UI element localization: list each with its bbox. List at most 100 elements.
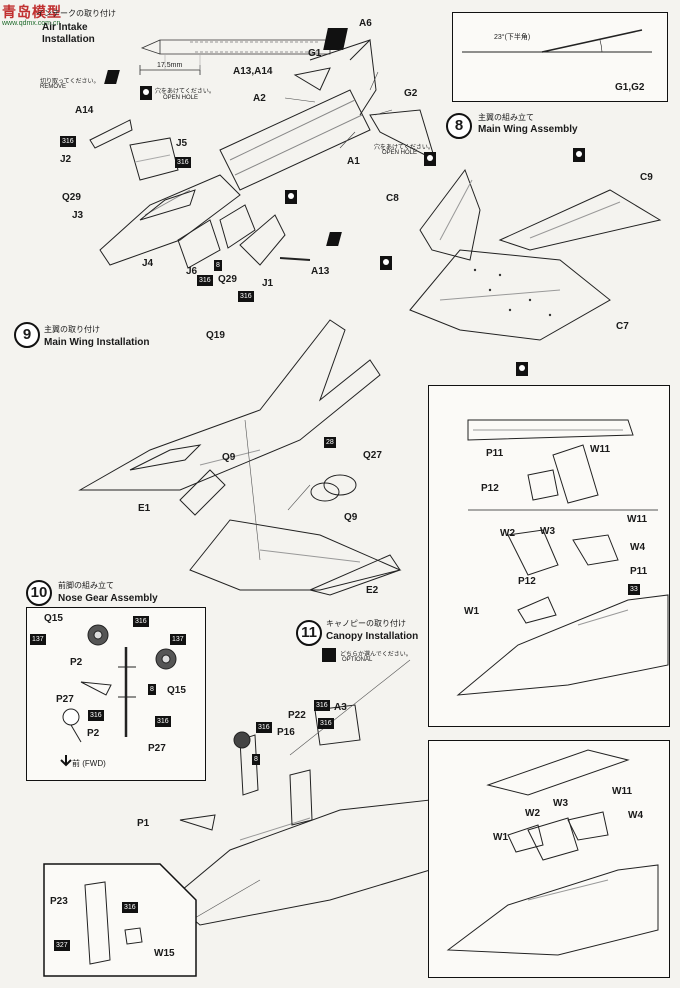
part-label-g1-g2: G1,G2: [615, 82, 645, 93]
part-label-a13-a14: A13,A14: [233, 66, 273, 77]
part-label-q9-b: Q9: [344, 512, 358, 523]
step8-badge: 8: [446, 113, 472, 139]
part-label-p11: P11: [486, 448, 504, 459]
number-box: 8: [148, 684, 156, 695]
step9-title-jp: 主翼の取り付け: [44, 325, 100, 334]
open-hole-icon: [380, 256, 392, 270]
part-label-e1: E1: [138, 503, 151, 514]
number-box: 8: [214, 260, 222, 271]
number-box: 316: [88, 710, 104, 721]
step9-title-en: Main Wing Installation: [44, 337, 150, 348]
part-label-j6: J6: [186, 266, 198, 277]
number-box: 316: [238, 291, 254, 302]
canopy-open-frame: [428, 740, 670, 978]
step8-open-hole-jp: 穴をあけてください。: [374, 145, 434, 151]
part-label-p16: P16: [277, 727, 295, 738]
fwd-label: 前 (FWD): [72, 759, 106, 768]
part-label-q19: Q19: [206, 330, 225, 341]
part-label-w3-open: W3: [553, 798, 568, 809]
intake-cut-diagram: [139, 28, 348, 75]
number-box: 316: [133, 616, 149, 627]
part-label-q9: Q9: [222, 452, 236, 463]
part-label-a14: A14: [75, 105, 94, 116]
step7-title-en-1: Air Intake: [42, 22, 88, 33]
step8-title-jp: 主翼の組み立て: [478, 113, 534, 122]
number-box: 33: [628, 584, 640, 595]
part-label-e2: E2: [366, 585, 379, 596]
part-label-p2-b: P2: [87, 728, 100, 739]
part-label-a1: A1: [347, 156, 360, 167]
number-box: 316: [60, 136, 76, 147]
canopy-open-drawing: [446, 749, 659, 956]
part-label-j5: J5: [176, 138, 188, 149]
part-label-p22: P22: [288, 710, 306, 721]
part-label-w4: W4: [630, 542, 645, 553]
part-label-w11-open: W11: [612, 786, 633, 797]
step11-title-en: Canopy Installation: [326, 631, 419, 642]
remove-note-jp: 切り取ってください。: [40, 79, 100, 85]
part-label-c7: C7: [616, 321, 629, 332]
step9-aircraft-drawing: [78, 319, 402, 596]
step7-title-jp: インテークの取り付け: [36, 9, 116, 18]
part-label-w1-open: W1: [493, 832, 508, 843]
part-label-a6: A6: [359, 18, 372, 29]
part-label-q15-b: Q15: [167, 685, 186, 696]
step11-title-jp: キャノピーの取り付け: [326, 619, 406, 628]
part-label-w1: W1: [464, 606, 479, 617]
number-box: 327: [54, 940, 70, 951]
optional-note-en: OPTIONAL: [342, 657, 373, 663]
number-box: 316: [256, 722, 272, 733]
part-label-w11: W11: [590, 444, 611, 455]
part-label-w4-open: W4: [628, 810, 643, 821]
angle-inset-frame: [452, 12, 668, 102]
dimension-label: 17.5mm: [157, 62, 183, 69]
number-box: 316: [155, 716, 171, 727]
number-box: 137: [170, 634, 186, 645]
part-label-a13: A13: [311, 266, 330, 277]
canopy-closed-drawing: [456, 419, 669, 696]
part-label-p12-b: P12: [518, 576, 536, 587]
part-label-c9: C9: [640, 172, 653, 183]
open-hole-icon: [516, 362, 528, 376]
step11-badge: 11: [296, 620, 322, 646]
part-label-c8: C8: [386, 193, 399, 204]
part-label-a2: A2: [253, 93, 266, 104]
step10-title-en: Nose Gear Assembly: [58, 593, 158, 604]
part-label-j2: J2: [60, 154, 72, 165]
step8-open-hole-en: OPEN HOLE: [382, 150, 418, 156]
number-box: 28: [324, 437, 336, 448]
part-label-a3: A3: [334, 702, 347, 713]
step9-badge: 9: [14, 322, 40, 348]
part-label-p2: P2: [70, 657, 83, 668]
part-label-q27: Q27: [363, 450, 382, 461]
part-label-j3: J3: [72, 210, 84, 221]
number-box: 137: [30, 634, 46, 645]
open-hole-icon: [573, 148, 585, 162]
part-label-g1: G1: [308, 48, 322, 59]
number-box: 316: [197, 275, 213, 286]
step10-badge: 10: [26, 580, 52, 606]
number-box: 316: [318, 718, 334, 729]
optional-arrows-icon: [322, 648, 336, 662]
part-label-p27-b: P27: [148, 743, 166, 754]
part-label-j4: J4: [142, 258, 154, 269]
part-label-g2: G2: [404, 88, 418, 99]
open-hole-icon: [285, 190, 297, 204]
watermark-logo: 青岛模型: [2, 4, 62, 20]
number-box: 316: [122, 902, 138, 913]
part-label-q29: Q29: [62, 192, 81, 203]
part-label-w3: W3: [540, 526, 555, 537]
angle-inset-drawing: [462, 29, 652, 53]
step10-title-jp: 前脚の組み立て: [58, 581, 114, 590]
part-label-p27: P27: [56, 694, 74, 705]
w15-inset-frame: [43, 863, 197, 977]
part-label-w2: W2: [500, 528, 515, 539]
angle-label: 23°(下半角): [494, 34, 531, 41]
part-label-w15: W15: [154, 948, 175, 959]
part-label-p12: P12: [481, 483, 499, 494]
number-box: 316: [314, 700, 330, 711]
open-hole-note-en: OPEN HOLE: [163, 95, 199, 101]
open-hole-icon: [140, 86, 152, 100]
part-label-q29-b: Q29: [218, 274, 237, 285]
nose-gear-drawing: [60, 624, 177, 767]
